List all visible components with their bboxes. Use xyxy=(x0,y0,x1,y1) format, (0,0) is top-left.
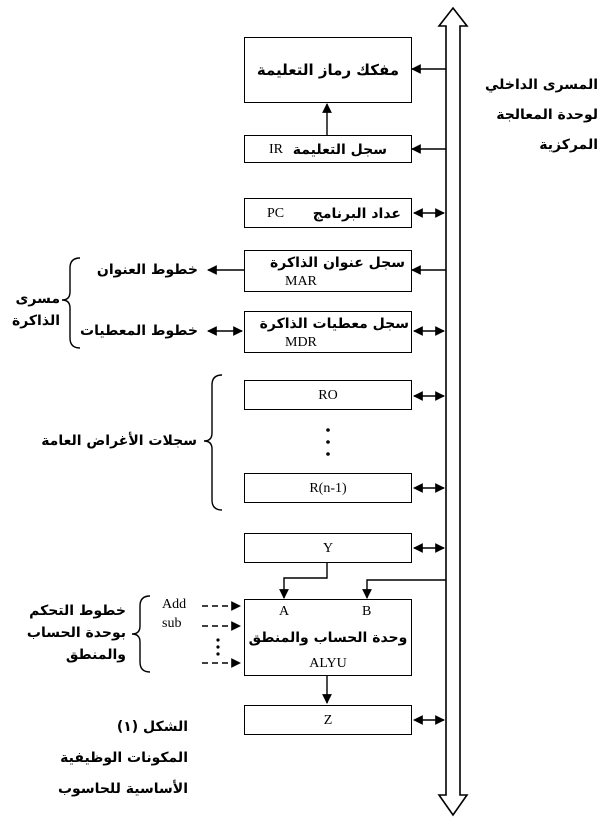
memory-bus-label-line: مسرى xyxy=(15,291,60,307)
address-lines-label: خطوط العنوان xyxy=(96,262,198,278)
internal-bus-label-line: لوحدة المعالجة xyxy=(496,107,598,123)
instruction-register-block: سجل التعليمة IR xyxy=(244,135,412,163)
mdr-block: سجل معطيات الذاكرة MDR xyxy=(244,311,412,353)
internal-bus-label: المسرى الداخلي لوحدة المعالجة المركزية xyxy=(476,70,598,160)
rn-label: R(n-1) xyxy=(309,481,347,496)
mdr-label: سجل معطيات الذاكرة xyxy=(259,316,409,332)
pc-label: عداد البرنامج xyxy=(312,206,401,222)
control-lines-label-line: بوحدة الحساب xyxy=(26,625,126,641)
r0-label: RO xyxy=(318,388,338,403)
register-y-block: Y xyxy=(244,533,412,563)
general-registers-label: سجلات الأغراض العامة xyxy=(41,433,197,449)
arrow-bus-to-alu-b xyxy=(362,579,446,599)
internal-bus-label-line: المركزية xyxy=(539,137,598,153)
internal-bus-arrow xyxy=(437,6,469,817)
program-counter-block: عداد البرنامج PC xyxy=(244,198,412,228)
figure-caption-line: الشكل (١) xyxy=(116,719,188,735)
alu-input-b: B xyxy=(362,604,372,619)
memory-bus-label-line: الذاكرة xyxy=(11,313,60,329)
figure-caption: الشكل (١) المكونات الوظيفية الأساسية للح… xyxy=(20,712,188,805)
register-rn-block: R(n-1) xyxy=(244,473,412,503)
register-z-block: Z xyxy=(244,705,412,735)
control-lines-label: خطوط التحكم بوحدة الحساب والمنطق xyxy=(4,600,126,666)
instruction-decoder-label: مفكك رماز التعليمة xyxy=(256,61,400,79)
internal-bus-label-line: المسرى الداخلي xyxy=(484,77,598,93)
control-lines-label-line: والمنطق xyxy=(65,647,126,663)
control-lines-brace xyxy=(131,595,151,673)
figure-caption-line: الأساسية للحاسوب xyxy=(57,781,188,797)
sub-control-label: sub xyxy=(162,616,182,631)
alu-block: A B وحدة الحساب والمنطق ALYU xyxy=(244,599,412,676)
mar-block: سجل عنوان الذاكرة MAR xyxy=(244,250,412,292)
add-control-label: Add xyxy=(162,597,187,612)
memory-bus-brace xyxy=(61,257,81,349)
control-lines-ellipsis xyxy=(216,638,220,656)
data-lines-label: خطوط المعطيات xyxy=(80,323,198,339)
alu-label: وحدة الحساب والمنطق xyxy=(248,630,408,646)
register-r0-block: RO xyxy=(244,380,412,410)
alu-input-a: A xyxy=(279,604,290,619)
mdr-code: MDR xyxy=(285,335,317,350)
ir-label: سجل التعليمة xyxy=(292,142,387,158)
pc-code: PC xyxy=(267,206,285,221)
control-lines-label-line: خطوط التحكم xyxy=(29,603,126,619)
control-lines xyxy=(202,601,241,668)
register-ellipsis xyxy=(326,428,330,456)
alu-code: ALYU xyxy=(309,656,347,671)
general-registers-brace xyxy=(203,374,223,511)
y-label: Y xyxy=(322,541,334,556)
instruction-decoder-block: مفكك رماز التعليمة xyxy=(244,37,412,103)
mar-label: سجل عنوان الذاكرة xyxy=(270,255,405,271)
arrow-y-to-alu-a xyxy=(279,563,328,599)
figure-caption-line: المكونات الوظيفية xyxy=(60,750,188,766)
z-label: Z xyxy=(323,713,333,728)
memory-bus-label: مسرى الذاكرة xyxy=(4,288,60,332)
mar-code: MAR xyxy=(285,274,317,289)
ir-code: IR xyxy=(269,142,283,157)
